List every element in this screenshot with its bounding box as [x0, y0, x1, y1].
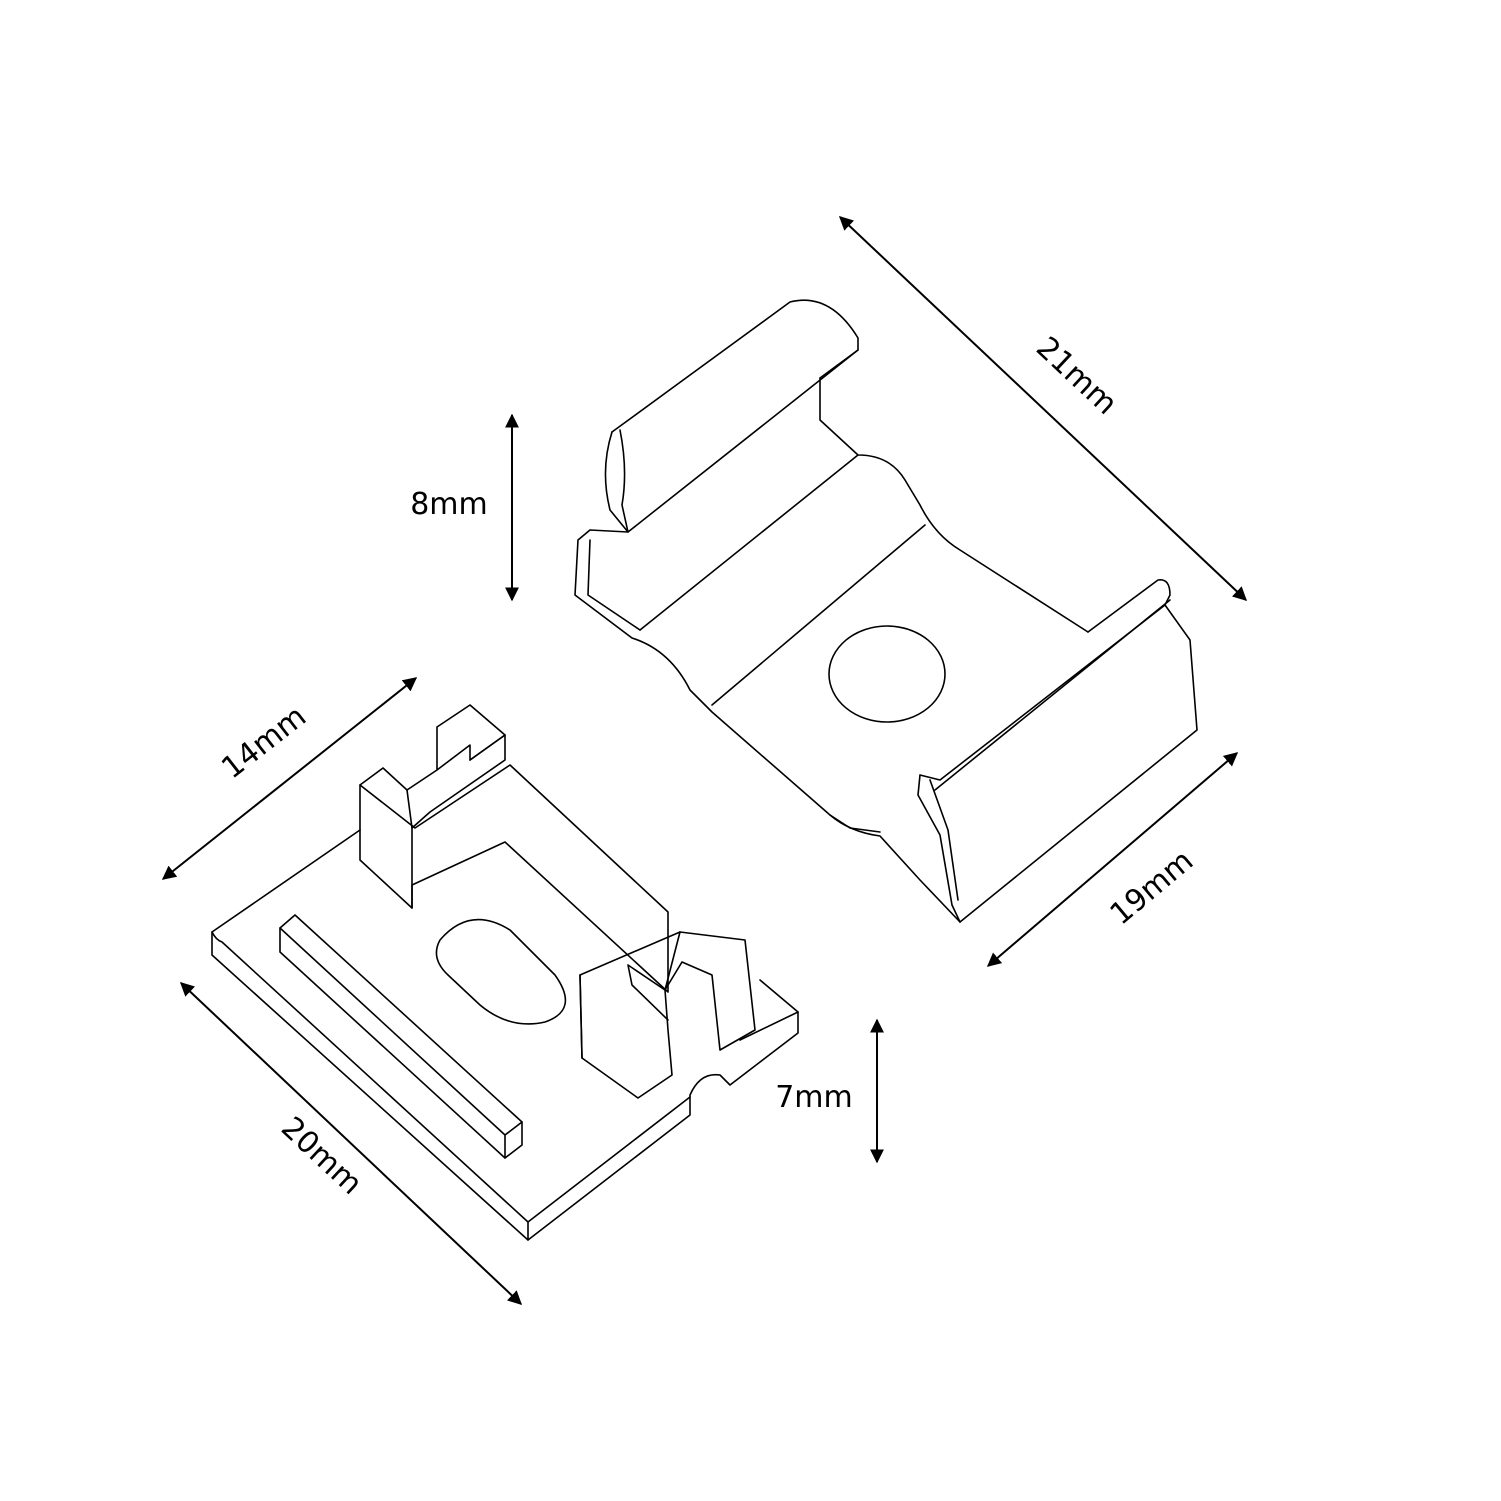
label-7mm: 7mm	[775, 1080, 853, 1115]
label-14mm: 14mm	[215, 699, 313, 786]
dim-19mm-line	[986, 752, 1239, 967]
screw-hole	[828, 625, 946, 723]
dim-14mm-line	[161, 677, 418, 880]
label-20mm: 20mm	[274, 1110, 369, 1201]
slot-hole	[435, 918, 567, 1025]
label-8mm: 8mm	[410, 487, 488, 522]
dim-21mm-line	[838, 216, 1248, 601]
dim-20mm-line	[179, 982, 523, 1305]
label-19mm: 19mm	[1104, 843, 1201, 932]
